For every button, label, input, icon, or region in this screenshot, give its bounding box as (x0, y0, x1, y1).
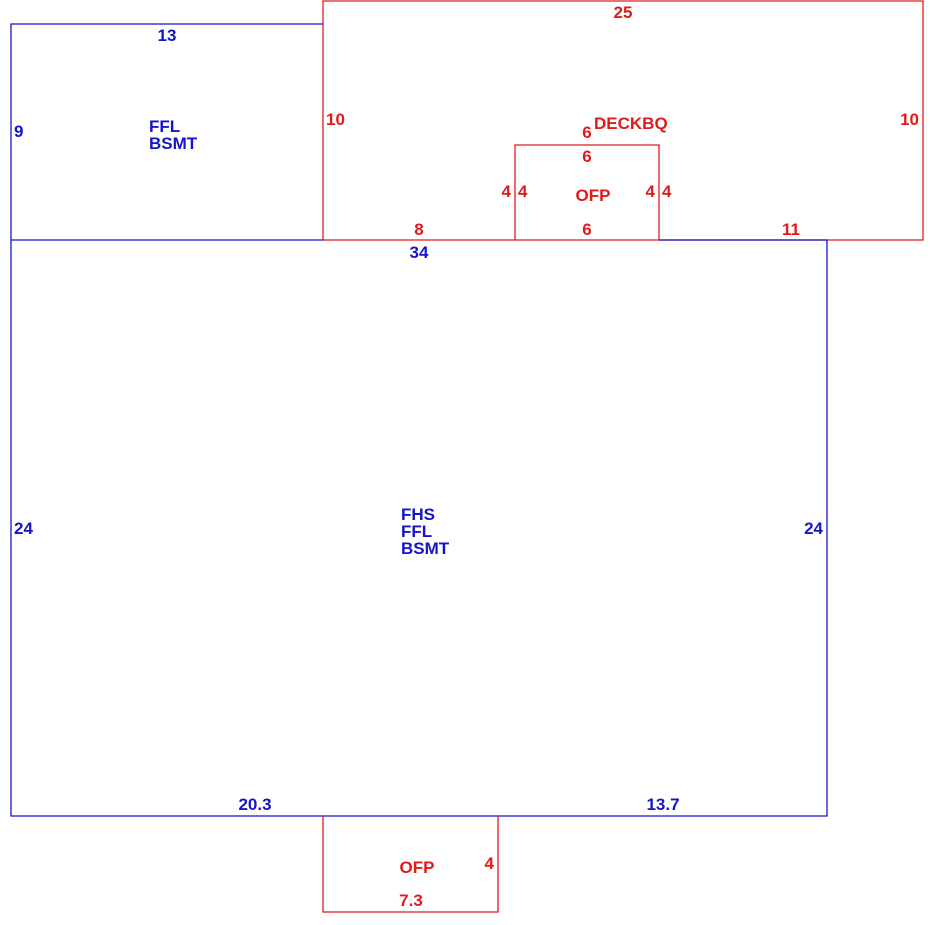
deck-bottom-right-dim: 11 (782, 220, 800, 239)
rear-porch-outline (514, 144, 660, 240)
main-house-left-dim: 24 (14, 519, 33, 538)
addition-outline (10, 23, 323, 241)
deck-code: DECKBQ (594, 114, 668, 133)
main-house-bottom-right-dim: 13.7 (646, 795, 679, 814)
rear-porch-left-dim: 4 (518, 182, 528, 201)
rear-porch-top-dim: 6 (582, 147, 591, 166)
main-house-code-3: BSMT (401, 539, 450, 558)
deck-top-dim: 25 (614, 3, 633, 22)
front-porch-right-dim: 4 (485, 854, 495, 873)
addition-top-dim: 13 (158, 26, 177, 45)
deck-right-dim: 10 (900, 110, 919, 129)
main-house-right-dim: 24 (804, 519, 823, 538)
front-porch-code: OFP (400, 858, 435, 877)
front-porch-outline (322, 816, 499, 913)
rear-porch-code: OFP (576, 186, 611, 205)
addition-left-dim: 9 (14, 122, 23, 141)
deck-outline (322, 0, 924, 241)
front-porch-bottom-dim: 7.3 (399, 891, 423, 910)
rear-porch-bottom-dim: 6 (582, 220, 591, 239)
main-house-code-2: FFL (401, 522, 432, 541)
addition-code-2: BSMT (149, 134, 198, 153)
deck-left-dim: 10 (326, 110, 345, 129)
deck-notch-left-dim: 4 (502, 182, 512, 201)
main-house-bottom-left-dim: 20.3 (238, 795, 271, 814)
deck-notch-top-dim: 6 (582, 123, 591, 142)
main-house-top-dim: 34 (410, 243, 429, 262)
deck-bottom-left-dim: 8 (414, 220, 423, 239)
deck-notch-right-dim: 4 (662, 182, 672, 201)
main-house-outline (10, 239, 828, 817)
main-house-code-1: FHS (401, 505, 435, 524)
addition-code-1: FFL (149, 117, 180, 136)
rear-porch-right-dim: 4 (646, 182, 656, 201)
